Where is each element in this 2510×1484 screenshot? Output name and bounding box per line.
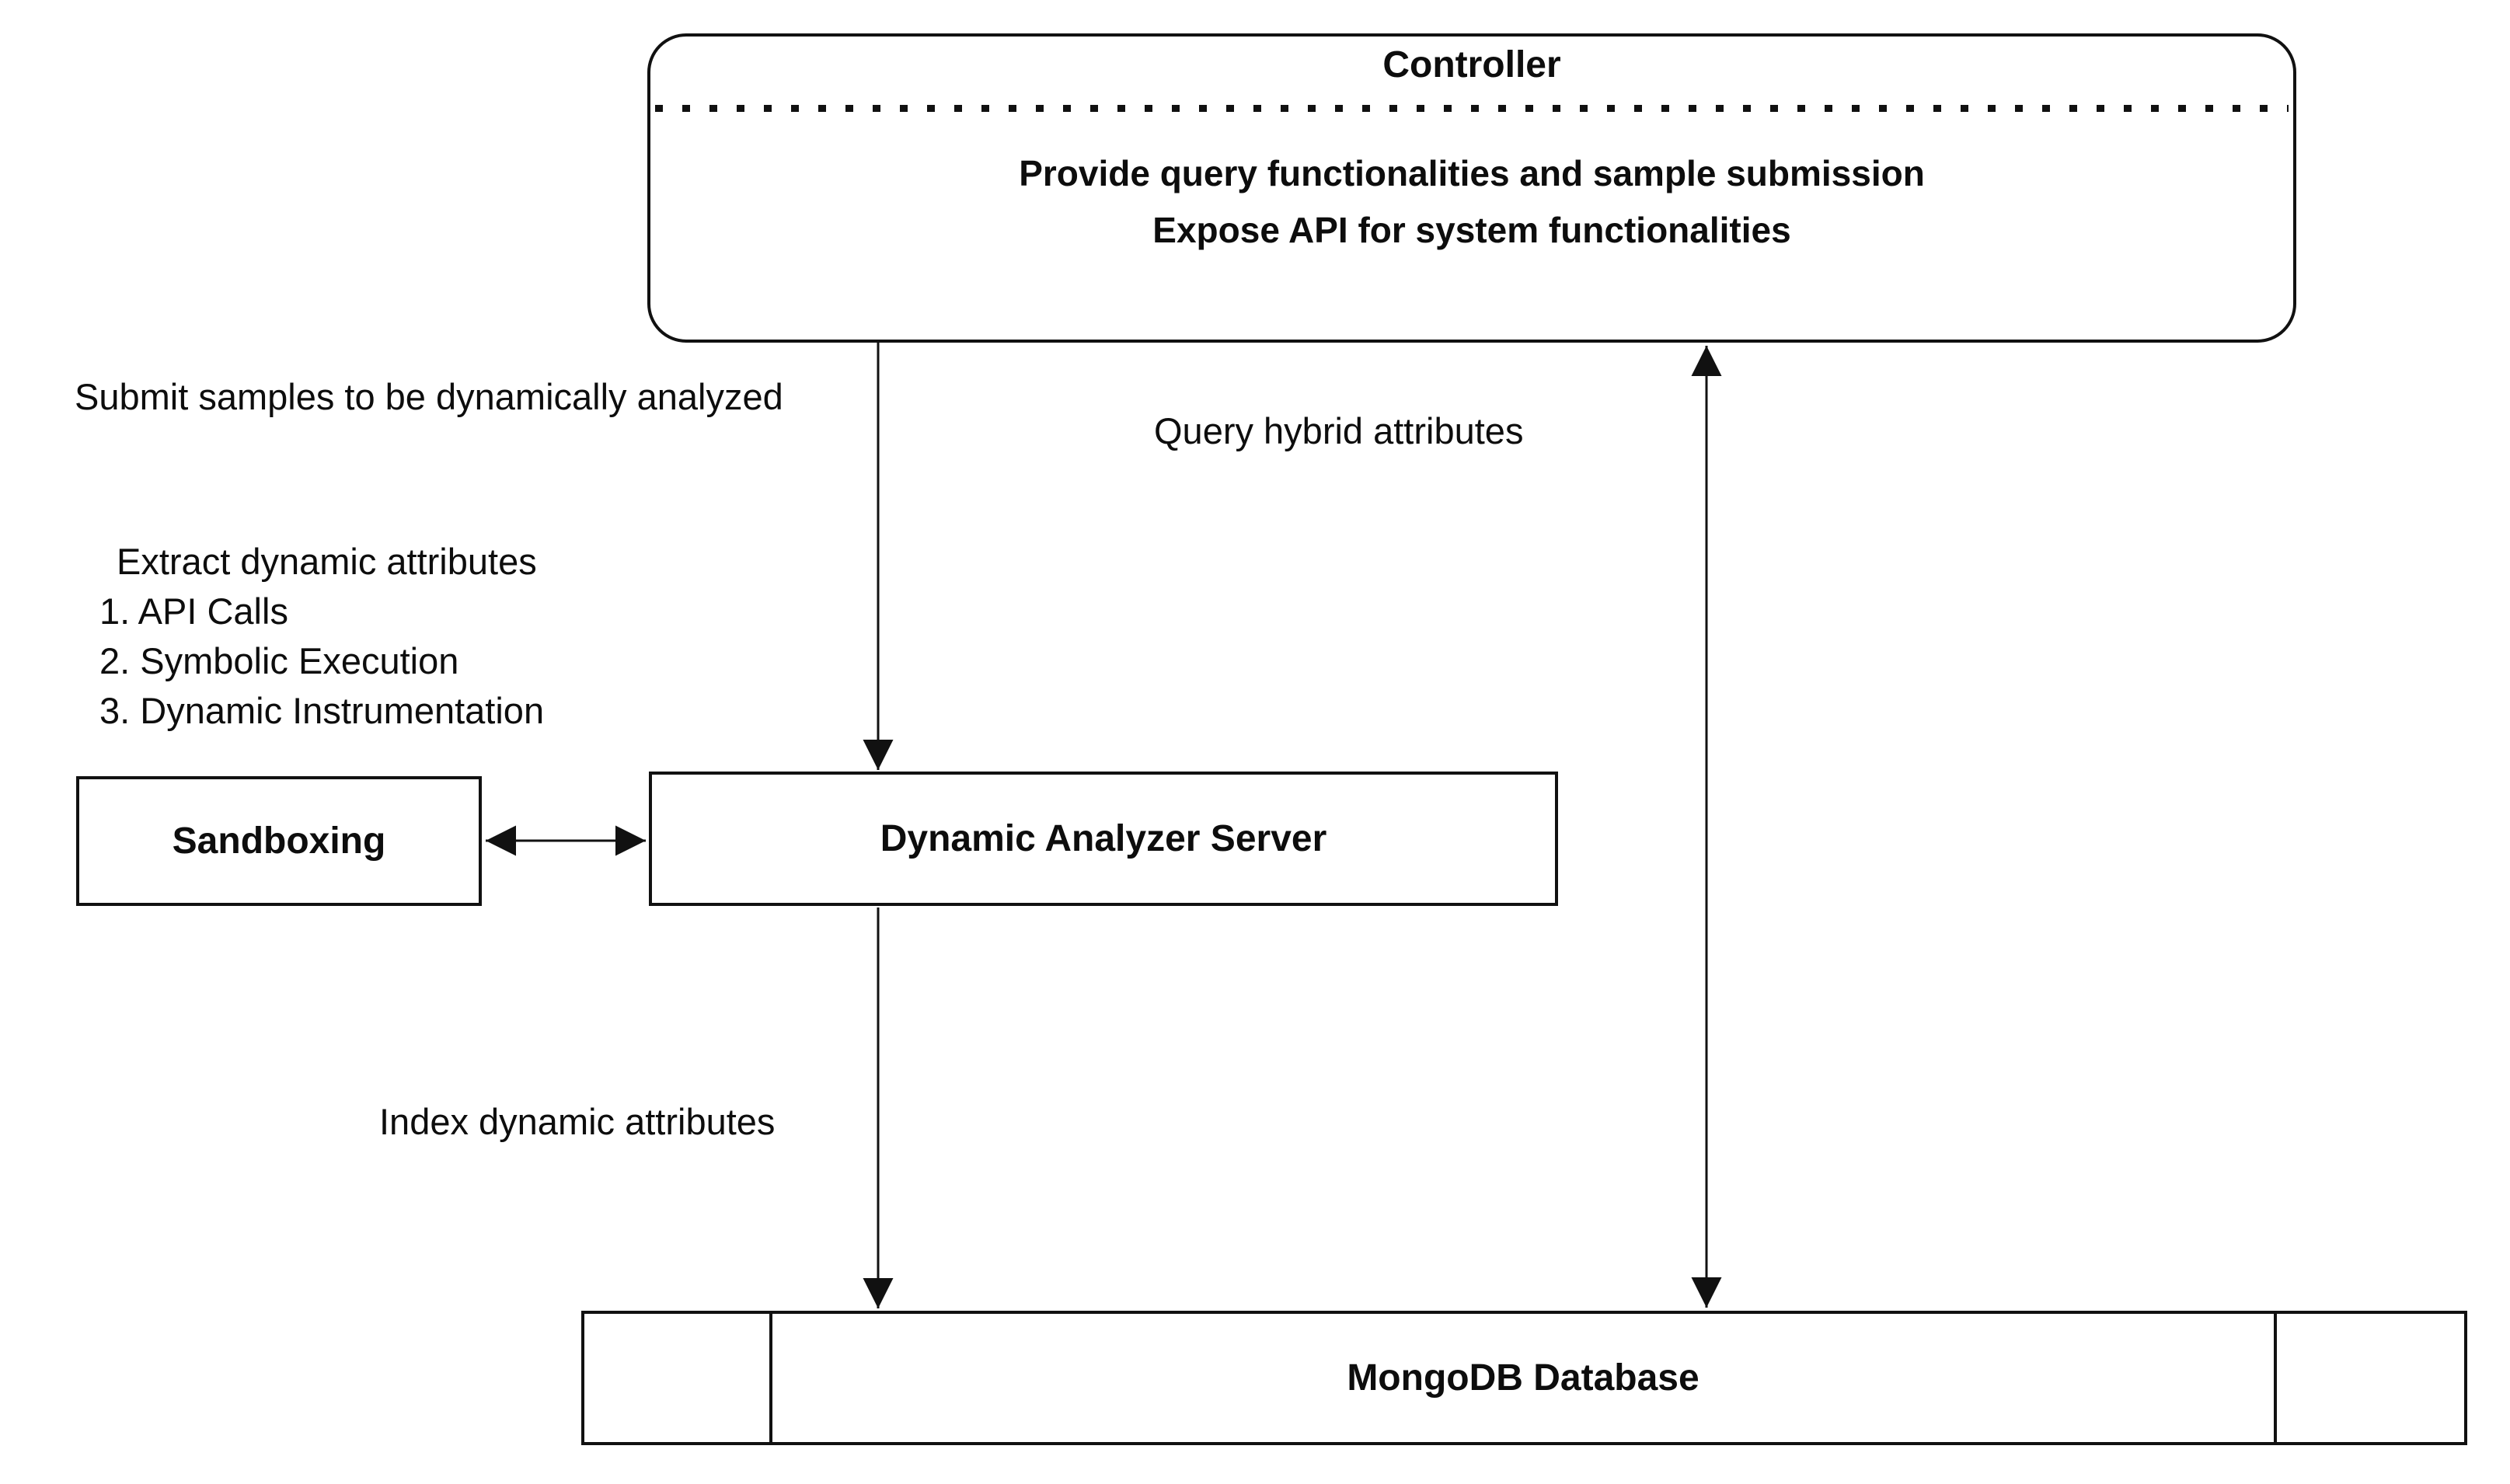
controller-description-line-2: Expose API for system functionalities — [1152, 210, 1791, 250]
mongodb-database-label: MongoDB Database — [1347, 1357, 1699, 1399]
extract-attributes-title: Extract dynamic attributes — [117, 541, 537, 582]
controller-box: Controller Provide query functionalities… — [647, 33, 2296, 343]
extract-attributes-item-2: 2. Symbolic Execution — [99, 640, 459, 681]
mongodb-left-cell — [584, 1314, 772, 1442]
extract-attributes-item-1: 1. API Calls — [99, 590, 288, 632]
dynamic-analyzer-server-box: Dynamic Analyzer Server — [649, 772, 1558, 906]
controller-description-line-1: Provide query functionalities and sample… — [1019, 153, 1925, 193]
index-dynamic-attributes-label: Index dynamic attributes — [379, 1101, 776, 1142]
mongodb-database-box: MongoDB Database — [581, 1311, 2467, 1445]
controller-title: Controller — [1382, 44, 1561, 85]
submit-samples-label: Submit samples to be dynamically analyze… — [75, 376, 783, 417]
query-hybrid-attributes-label: Query hybrid attributes — [1154, 410, 1524, 451]
controller-description: Provide query functionalities and sample… — [650, 145, 2293, 259]
sandboxing-label: Sandboxing — [172, 820, 386, 862]
mongodb-center-cell: MongoDB Database — [772, 1314, 2274, 1442]
mongodb-right-cell — [2274, 1314, 2464, 1442]
sandboxing-box: Sandboxing — [76, 776, 482, 906]
extract-dynamic-attributes-block: Extract dynamic attributes 1. API Calls … — [99, 537, 544, 736]
dotted-divider — [655, 105, 2289, 112]
extract-attributes-item-3: 3. Dynamic Instrumentation — [99, 690, 545, 731]
dynamic-analyzer-server-label: Dynamic Analyzer Server — [880, 818, 1327, 859]
